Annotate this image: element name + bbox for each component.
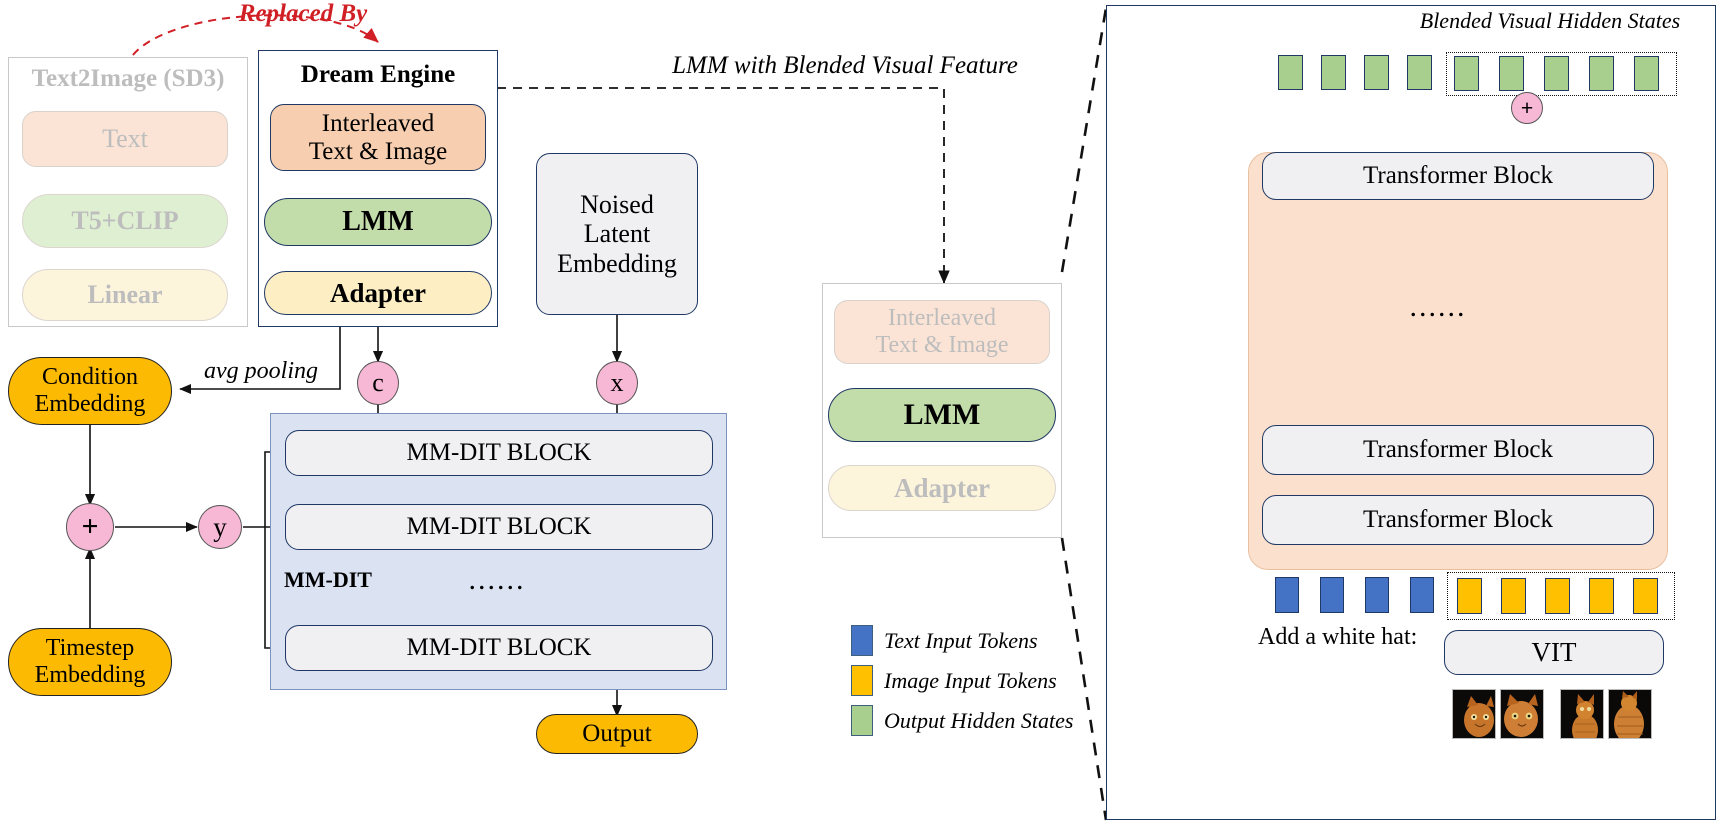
transformer-block-bottom: Transformer Block [1262,495,1654,545]
mmdit-block-2: MM-DIT BLOCK [285,504,713,550]
mmdit-label: MM-DIT [284,567,372,592]
legend: Text Input Tokens Image Input Tokens Out… [851,625,1101,736]
dream-block-lmm: LMM [264,198,492,246]
image-input-token [1501,578,1526,614]
avg-pooling-label: avg pooling [204,358,318,384]
prompt-text-label: Add a white hat: [1258,624,1418,650]
faded-block-interleaved: Interleaved Text & Image [834,300,1050,364]
interleaved-line-1: Interleaved [321,109,435,137]
image-input-token [1545,578,1570,614]
transformer-block-top: Transformer Block [1262,152,1654,200]
lmm-blended-feature-label: LMM with Blended Visual Feature [672,52,1018,79]
cat-thumbnail [1560,689,1604,739]
output-token [1278,55,1303,90]
text-input-token [1320,577,1344,613]
cat-thumbnail [1608,689,1652,739]
output-token [1634,56,1659,91]
text-input-token [1275,577,1299,613]
legend-label-image-tokens: Image Input Tokens [884,667,1057,693]
legend-swatch-image-tokens [851,665,873,696]
timestep-line-2: Embedding [34,662,146,688]
text-input-token [1410,577,1434,613]
text2image-panel-title: Text2Image (SD3) [31,65,225,92]
residual-plus-operator: + [1511,92,1543,124]
noised-latent-embedding: Noised Latent Embedding [536,153,698,315]
y-token-node: y [198,505,242,549]
dream-engine-title: Dream Engine [300,61,456,88]
transformer-stack-ellipsis: ...... [1409,290,1467,323]
vit-block: VIT [1444,630,1664,675]
c-token-node: c [357,361,399,405]
legend-label-text-tokens: Text Input Tokens [884,627,1038,653]
image-input-token [1589,578,1614,614]
output-token-row [1278,52,1688,96]
condition-line-1: Condition [41,364,138,391]
dream-block-interleaved: Interleaved Text & Image [270,104,486,171]
faded-interleaved-line-2: Text & Image [875,332,1009,358]
cat-thumbnail [1452,689,1496,739]
mmdit-ellipsis: ...... [468,563,526,596]
text-input-token [1365,577,1389,613]
x-token-node: x [596,361,638,405]
faded-block-lmm: LMM [828,388,1056,442]
timestep-line-1: Timestep [45,635,135,662]
output-token [1454,56,1479,91]
faded-interleaved-line-1: Interleaved [888,305,996,332]
noised-line-1: Noised [580,190,654,220]
output-node: Output [536,714,698,754]
interleaved-line-2: Text & Image [308,137,448,165]
blended-hidden-states-label: Blended Visual Hidden States [1419,8,1681,33]
image-token-group [1447,572,1675,620]
output-token [1544,56,1569,91]
mmdit-block-3: MM-DIT BLOCK [285,625,713,671]
cat-thumbnail [1500,689,1544,739]
output-token [1589,56,1614,91]
sd3-block-text: Text [22,111,228,167]
blended-hidden-states-group [1446,52,1677,96]
input-token-row [1275,572,1675,620]
legend-swatch-text-tokens [851,625,873,656]
legend-label-output-hidden: Output Hidden States [884,707,1074,733]
output-token [1364,55,1389,90]
output-token [1499,56,1524,91]
noised-line-3: Embedding [557,248,677,278]
plus-operator-node: + [66,503,114,551]
condition-line-2: Embedding [34,391,146,417]
faded-block-adapter: Adapter [828,465,1056,511]
replaced-by-label: Replaced By [238,0,368,27]
image-input-token [1633,578,1658,614]
transformer-block-middle: Transformer Block [1262,425,1654,475]
sd3-block-t5clip: T5+CLIP [22,194,228,248]
noised-line-2: Latent [583,219,651,249]
mmdit-block-1: MM-DIT BLOCK [285,430,713,476]
sd3-block-linear: Linear [22,269,228,321]
image-input-token [1457,578,1482,614]
output-token [1321,55,1346,90]
image-thumbnail-row [1452,689,1664,741]
output-token [1407,55,1432,90]
dream-block-adapter: Adapter [264,271,492,315]
legend-swatch-output-hidden [851,705,873,736]
timestep-embedding-node: Timestep Embedding [8,628,172,696]
condition-embedding-node: Condition Embedding [8,357,172,425]
